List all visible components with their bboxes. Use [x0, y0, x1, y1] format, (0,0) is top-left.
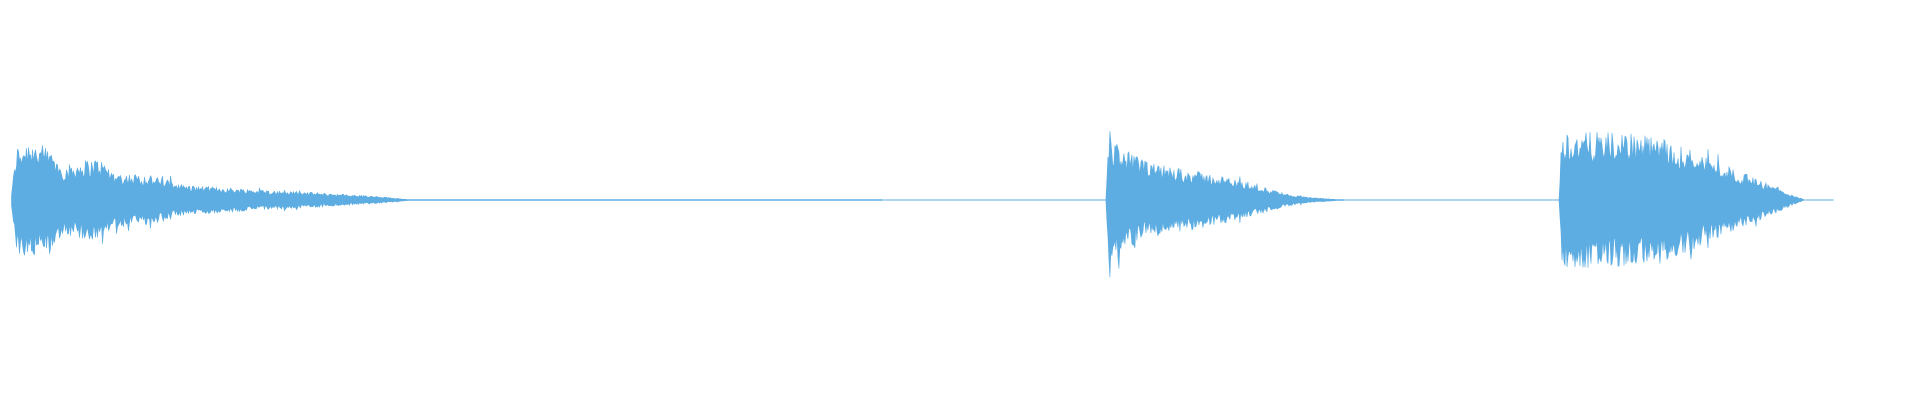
waveform-segment-2: [1105, 131, 1345, 278]
waveform-segment-1: [11, 145, 883, 256]
waveform-segment-3: [1558, 132, 1805, 268]
waveform-envelope: [1558, 132, 1805, 268]
waveform-envelope: [11, 145, 883, 256]
waveform-envelope: [1105, 131, 1345, 278]
